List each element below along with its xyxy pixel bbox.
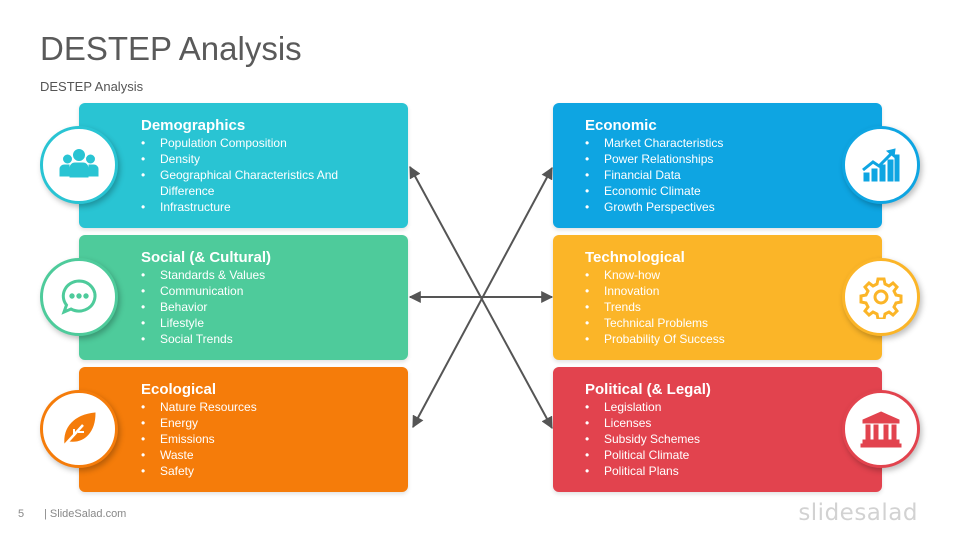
list-item: Nature Resources (141, 399, 370, 415)
list-item: Population Composition (141, 135, 370, 151)
list-item: Waste (141, 447, 370, 463)
list-item: Infrastructure (141, 199, 370, 215)
card-title: Political (& Legal) (585, 381, 711, 398)
card-list: Population CompositionDensityGeographica… (141, 135, 398, 215)
card-title: Demographics (141, 117, 246, 134)
list-item: Standards & Values (141, 267, 370, 283)
card-title: Social (& Cultural) (141, 249, 272, 266)
list-item: Innovation (585, 283, 814, 299)
list-item: Density (141, 151, 370, 167)
list-item: Licenses (585, 415, 814, 431)
list-item: Financial Data (585, 167, 814, 183)
card-demographics: Demographics Population CompositionDensi… (79, 103, 408, 228)
gear-icon (859, 277, 903, 319)
list-item: Trends (585, 299, 814, 315)
people-group-icon (59, 149, 99, 178)
social-icon-badge (40, 258, 118, 336)
list-item: Power Relationships (585, 151, 814, 167)
card-title: Technological (585, 249, 685, 266)
list-item: Know-how (585, 267, 814, 283)
card-list: Nature ResourcesEnergyEmissionsWasteSafe… (141, 399, 398, 479)
brand-logo: slidesalad (798, 500, 918, 526)
page-title: DESTEP Analysis (40, 30, 302, 67)
footer-site: | SlideSalad.com (44, 508, 127, 520)
list-item: Subsidy Schemes (585, 431, 814, 447)
list-item: Probability Of Success (585, 331, 814, 347)
government-building-icon (860, 411, 902, 448)
page-number: 5 (18, 508, 25, 520)
card-title: Economic (585, 117, 657, 134)
chat-bubble-icon (61, 279, 97, 315)
card-title: Ecological (141, 381, 217, 398)
card-technological: Technological Know-howInnovationTrendsTe… (553, 235, 882, 360)
list-item: Safety (141, 463, 370, 479)
card-list: Know-howInnovationTrendsTechnical Proble… (585, 267, 872, 347)
list-item: Emissions (141, 431, 370, 447)
list-item: Social Trends (141, 331, 370, 347)
card-list: Standards & ValuesCommunicationBehaviorL… (141, 267, 398, 347)
political-icon-badge (842, 390, 920, 468)
growth-chart-icon (862, 148, 900, 182)
leaf-icon (62, 412, 96, 448)
list-item: Behavior (141, 299, 370, 315)
list-item: Legislation (585, 399, 814, 415)
list-item: Economic Climate (585, 183, 814, 199)
list-item: Technical Problems (585, 315, 814, 331)
ecological-icon-badge (40, 390, 118, 468)
card-list: Market CharacteristicsPower Relationship… (585, 135, 872, 215)
card-ecological: Ecological Nature ResourcesEnergyEmissio… (79, 367, 408, 492)
list-item: Market Characteristics (585, 135, 814, 151)
list-item: Growth Perspectives (585, 199, 814, 215)
list-item: Geographical Characteristics And Differe… (141, 167, 370, 199)
card-social: Social (& Cultural) Standards & ValuesCo… (79, 235, 408, 360)
economic-icon-badge (842, 126, 920, 204)
demographics-icon-badge (40, 126, 118, 204)
page-subtitle: DESTEP Analysis (40, 79, 144, 94)
list-item: Political Climate (585, 447, 814, 463)
technological-icon-badge (842, 258, 920, 336)
list-item: Lifestyle (141, 315, 370, 331)
card-list: LegislationLicensesSubsidy SchemesPoliti… (585, 399, 872, 479)
list-item: Energy (141, 415, 370, 431)
card-economic: Economic Market CharacteristicsPower Rel… (553, 103, 882, 228)
list-item: Communication (141, 283, 370, 299)
card-political: Political (& Legal) LegislationLicensesS… (553, 367, 882, 492)
list-item: Political Plans (585, 463, 814, 479)
